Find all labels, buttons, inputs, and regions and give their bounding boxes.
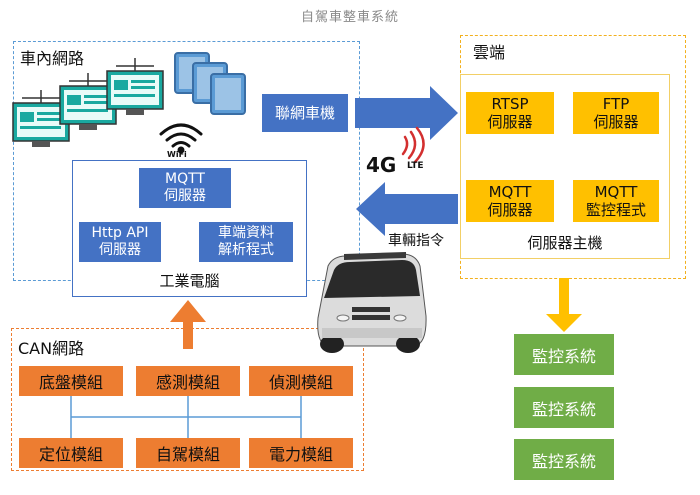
vehicle-command-label: 車輛指令 <box>388 233 444 249</box>
can-network-label: CAN網路 <box>18 339 85 358</box>
tablet-icon <box>210 73 246 115</box>
mqtt-monitor-program-line1: MQTT <box>594 183 638 201</box>
server-host-caption: 伺服器主機 <box>527 234 603 252</box>
detection-module-label: 偵測模組 <box>268 373 333 392</box>
wifi-label: WiFi <box>167 150 187 159</box>
chassis-module-box: 底盤模組 <box>19 366 123 396</box>
monitoring-system-box: 監控系統 <box>514 334 614 375</box>
chassis-module-label: 底盤模組 <box>38 373 103 392</box>
computer-icon <box>106 58 164 115</box>
page-title: 自駕車整車系統 <box>300 10 399 25</box>
monitoring-system-label: 監控系統 <box>531 399 596 419</box>
autonomous-driving-module-label: 自駕模組 <box>155 445 220 464</box>
cloud-mqtt-server-line2: 伺服器 <box>487 201 533 219</box>
ipc-data-parser-line2: 解析程式 <box>218 242 274 258</box>
telematics-unit-box: 聯網車機 <box>262 94 348 132</box>
ipc-mqtt-server-line2: 伺服器 <box>164 188 206 204</box>
monitoring-system-box: 監控系統 <box>514 387 614 428</box>
detection-module-box: 偵測模組 <box>249 366 353 396</box>
wifi-icon <box>159 123 203 154</box>
rtsp-server-box: RTSP 伺服器 <box>466 92 554 134</box>
rtsp-server-line1: RTSP <box>491 95 529 113</box>
mqtt-monitor-program-box: MQTT 監控程式 <box>573 180 659 222</box>
lte-signal-icon <box>401 126 425 164</box>
telematics-unit-label: 聯網車機 <box>274 103 335 122</box>
ipc-http-api-server-line2: 伺服器 <box>99 242 141 258</box>
rtsp-server-line2: 伺服器 <box>487 113 533 131</box>
lte-badge: 4G <box>366 153 397 177</box>
can-uplink-arrow <box>170 300 206 349</box>
server-host-box <box>460 74 670 259</box>
cloud-mqtt-server-box: MQTT 伺服器 <box>466 180 554 222</box>
sensing-module-box: 感測模組 <box>136 366 240 396</box>
sensing-module-label: 感測模組 <box>155 373 220 392</box>
autonomous-driving-module-box: 自駕模組 <box>136 438 240 468</box>
cloud-label: 雲端 <box>473 43 506 62</box>
can-bus-lines <box>70 396 302 438</box>
ipc-data-parser-box: 車端資料 解析程式 <box>199 222 293 262</box>
positioning-module-label: 定位模組 <box>38 445 103 464</box>
monitor-downlink-arrow <box>546 278 582 332</box>
uplink-arrow <box>355 86 458 140</box>
ftp-server-box: FTP 伺服器 <box>573 92 659 134</box>
monitoring-system-label: 監控系統 <box>531 451 596 471</box>
in-car-network-label: 車內網路 <box>20 49 85 68</box>
ipc-mqtt-server-box: MQTT 伺服器 <box>139 168 231 208</box>
power-module-box: 電力模組 <box>249 438 353 468</box>
monitoring-system-box: 監控系統 <box>514 439 614 480</box>
autonomous-vehicle-image <box>317 252 427 353</box>
cloud-mqtt-server-line1: MQTT <box>488 183 532 201</box>
ftp-server-line2: 伺服器 <box>593 113 639 131</box>
positioning-module-box: 定位模組 <box>19 438 123 468</box>
power-module-label: 電力模組 <box>268 445 333 464</box>
monitoring-system-label: 監控系統 <box>531 346 596 366</box>
ipc-http-api-server-box: Http API 伺服器 <box>79 222 161 262</box>
ipc-http-api-server-line1: Http API <box>91 225 149 241</box>
computer-icon <box>12 90 70 147</box>
downlink-arrow <box>356 182 458 236</box>
ftp-server-line1: FTP <box>602 95 630 113</box>
lte-badge-sub: LTE <box>407 161 424 171</box>
ipc-mqtt-server-line1: MQTT <box>165 171 205 187</box>
ipc-data-parser-line1: 車端資料 <box>218 225 274 241</box>
mqtt-monitor-program-line2: 監控程式 <box>585 201 646 219</box>
industrial-pc-caption: 工業電腦 <box>159 272 220 290</box>
